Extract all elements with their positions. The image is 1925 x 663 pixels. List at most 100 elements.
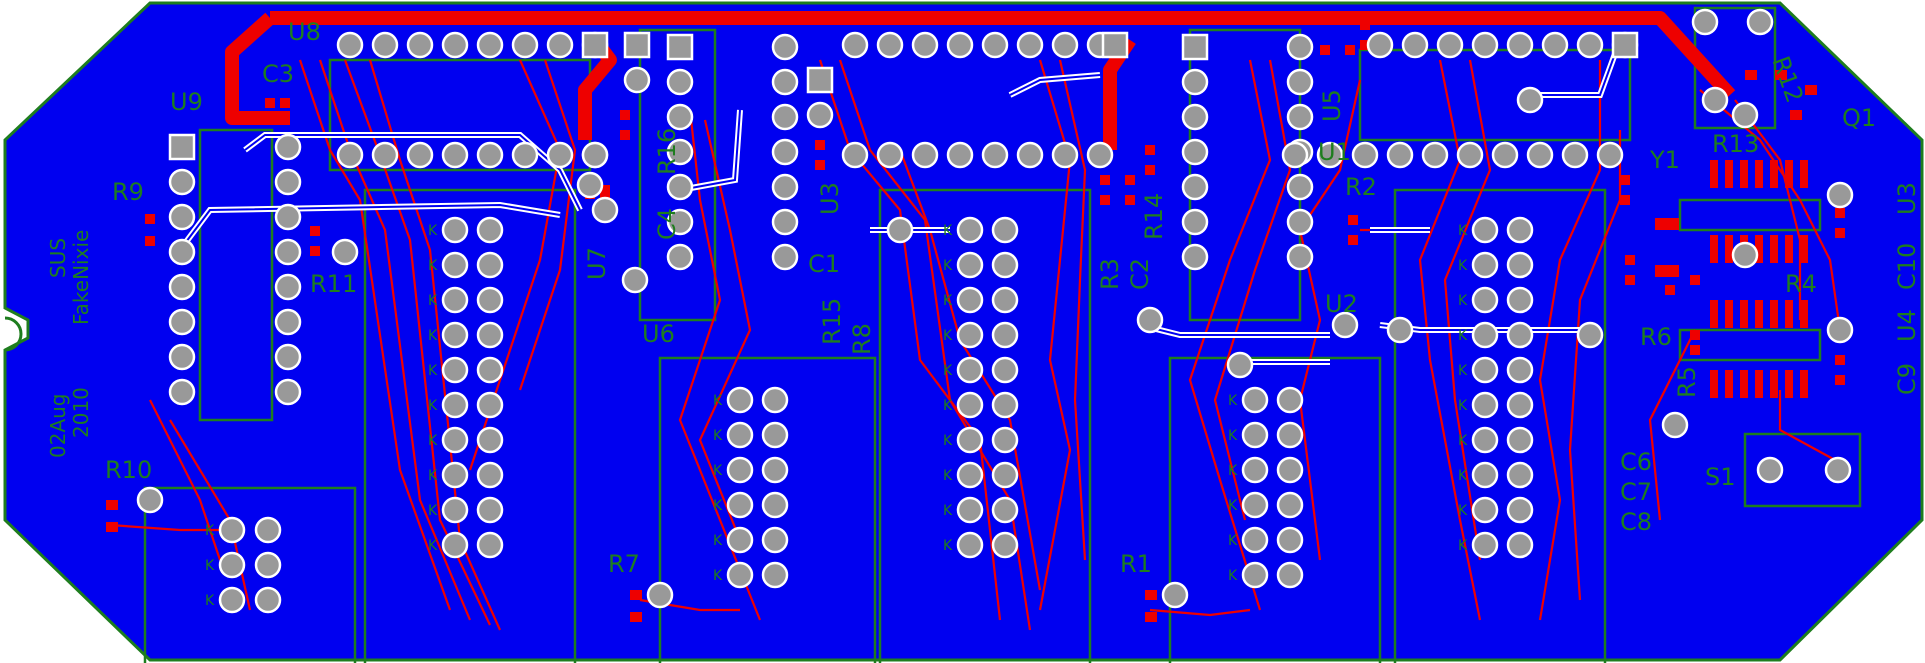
- pad: [841, 31, 869, 59]
- k-mark: K: [943, 363, 953, 379]
- pad: [666, 173, 694, 201]
- pad: [1506, 391, 1534, 419]
- k-mark: K: [428, 538, 438, 554]
- pad: [1471, 251, 1499, 279]
- pad: [476, 391, 504, 419]
- pad: [476, 356, 504, 384]
- pad: [511, 141, 539, 169]
- label-u2: U2: [1325, 290, 1358, 318]
- pad: [1526, 141, 1554, 169]
- pad: [946, 141, 974, 169]
- label-c7: C7: [1620, 478, 1652, 506]
- pad: [371, 141, 399, 169]
- pad: [1136, 306, 1164, 334]
- pad: [623, 31, 651, 59]
- pad: [1661, 411, 1689, 439]
- pad: [1276, 561, 1304, 589]
- pad: [956, 461, 984, 489]
- k-mark: K: [1458, 433, 1468, 449]
- label-r15: R15: [818, 298, 846, 345]
- pad: [1276, 386, 1304, 414]
- label-r8: R8: [848, 323, 876, 355]
- pad: [274, 273, 302, 301]
- smd-pads: [106, 20, 1845, 622]
- pad: [1691, 8, 1719, 36]
- label-r16: R16: [653, 128, 681, 175]
- pad: [591, 196, 619, 224]
- pad: [218, 516, 246, 544]
- pad: [1471, 321, 1499, 349]
- pad: [1386, 316, 1414, 344]
- label-q1: Q1: [1842, 104, 1876, 132]
- pad: [1506, 356, 1534, 384]
- pad: [1506, 531, 1534, 559]
- pad: [956, 321, 984, 349]
- pad: [1576, 31, 1604, 59]
- label-r11: R11: [310, 270, 357, 298]
- pad: [771, 243, 799, 271]
- pad: [274, 168, 302, 196]
- pad: [991, 496, 1019, 524]
- k-mark: K: [1228, 463, 1238, 479]
- pad: [441, 141, 469, 169]
- pad: [581, 31, 609, 59]
- label-c6: C6: [1620, 448, 1652, 476]
- pad: [441, 31, 469, 59]
- label-u3: U3: [1893, 182, 1921, 215]
- label-u6: U6: [642, 320, 675, 348]
- pad: [876, 31, 904, 59]
- pad: [1181, 33, 1209, 61]
- year-text: 2010: [69, 387, 93, 438]
- pad: [991, 356, 1019, 384]
- k-mark: K: [713, 498, 723, 514]
- pad: [1286, 68, 1314, 96]
- pad: [991, 426, 1019, 454]
- pad: [441, 356, 469, 384]
- pad: [806, 101, 834, 129]
- pad: [771, 138, 799, 166]
- pad: [218, 586, 246, 614]
- label-r2: R2: [1345, 173, 1377, 201]
- label-r1: R1: [1120, 550, 1152, 578]
- label-u5: U5: [1318, 89, 1346, 122]
- pad: [1471, 461, 1499, 489]
- k-mark: K: [1458, 363, 1468, 379]
- pad: [274, 343, 302, 371]
- pad: [168, 238, 196, 266]
- label-r13: R13: [1712, 130, 1759, 158]
- pad: [1506, 496, 1534, 524]
- pad: [441, 391, 469, 419]
- pad: [1286, 243, 1314, 271]
- pad: [274, 238, 302, 266]
- pad: [726, 421, 754, 449]
- pad: [1506, 251, 1534, 279]
- pad: [1181, 68, 1209, 96]
- pad: [1181, 103, 1209, 131]
- pad: [168, 378, 196, 406]
- k-mark: K: [943, 503, 953, 519]
- pad: [886, 216, 914, 244]
- pad: [1506, 426, 1534, 454]
- pad: [771, 33, 799, 61]
- k-mark: K: [1458, 503, 1468, 519]
- pad: [168, 308, 196, 336]
- pad: [726, 456, 754, 484]
- k-mark: K: [428, 503, 438, 519]
- pad: [621, 266, 649, 294]
- pad: [1286, 208, 1314, 236]
- pad: [1276, 456, 1304, 484]
- pad: [1241, 456, 1269, 484]
- pad: [761, 491, 789, 519]
- pad: [168, 203, 196, 231]
- pad: [1276, 526, 1304, 554]
- pad: [991, 286, 1019, 314]
- pad: [476, 461, 504, 489]
- label-c2: C2: [1126, 258, 1154, 290]
- pad: [666, 103, 694, 131]
- pad: [1506, 461, 1534, 489]
- pad: [981, 31, 1009, 59]
- k-mark: K: [713, 533, 723, 549]
- pad: [666, 208, 694, 236]
- pad: [254, 551, 282, 579]
